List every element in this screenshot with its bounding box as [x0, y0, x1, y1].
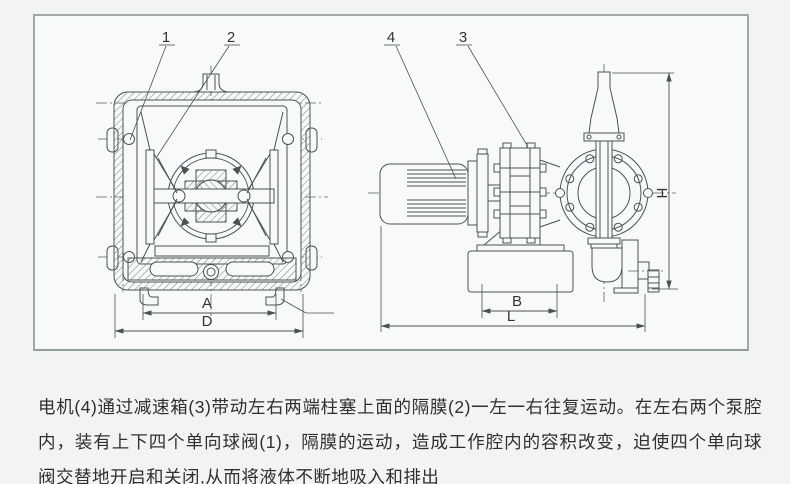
bottom-drain-assembly: [587, 237, 666, 294]
diaphragm-left: [140, 111, 178, 263]
dimension-label-D: D: [202, 313, 213, 330]
dimension-A: A: [142, 294, 277, 320]
callout-4-motor: 4: [384, 29, 457, 180]
diaphragm-right: [246, 111, 284, 263]
callout-2-label: 2: [227, 29, 235, 46]
dimension-B: B: [481, 284, 558, 318]
suction-manifold: [127, 245, 297, 281]
callout-3-gearbox: 3: [456, 29, 529, 148]
bolt-icon: [282, 133, 294, 145]
dimension-label-A: A: [202, 295, 212, 312]
pump-technical-drawing: A D 1: [96, 29, 678, 338]
description-text: 电机(4)通过减速箱(3)带动左右两端柱塞上面的隔膜(2)一左一右往复运动。在左…: [38, 396, 762, 484]
side-view-drawing: B L H 4: [368, 29, 678, 332]
dimension-L: L: [380, 226, 646, 332]
bolt-icon: [123, 133, 135, 145]
callout-3-label: 3: [459, 29, 467, 46]
dimension-D: D: [114, 294, 304, 338]
gearbox: [493, 142, 547, 244]
dimension-H: H: [612, 72, 678, 290]
front-right-foot: [265, 287, 285, 306]
diagram-frame: A D 1: [33, 14, 749, 351]
callout-1-valve: 1: [129, 29, 175, 141]
callout-2-diaphragm: 2: [155, 29, 240, 159]
front-left-foot: [139, 287, 159, 306]
dimension-label-L: L: [507, 308, 515, 325]
dimension-label-B: B: [512, 293, 522, 310]
top-pipe: [583, 71, 625, 244]
base-box: [467, 244, 574, 293]
plunger-shaft: [153, 188, 275, 204]
callout-1-label: 1: [162, 29, 170, 46]
front-top-port: [193, 73, 229, 93]
callout-4-label: 4: [387, 29, 395, 46]
dimension-label-H: H: [653, 188, 670, 199]
front-view-drawing: A D 1: [96, 29, 334, 338]
motor: [379, 148, 489, 238]
